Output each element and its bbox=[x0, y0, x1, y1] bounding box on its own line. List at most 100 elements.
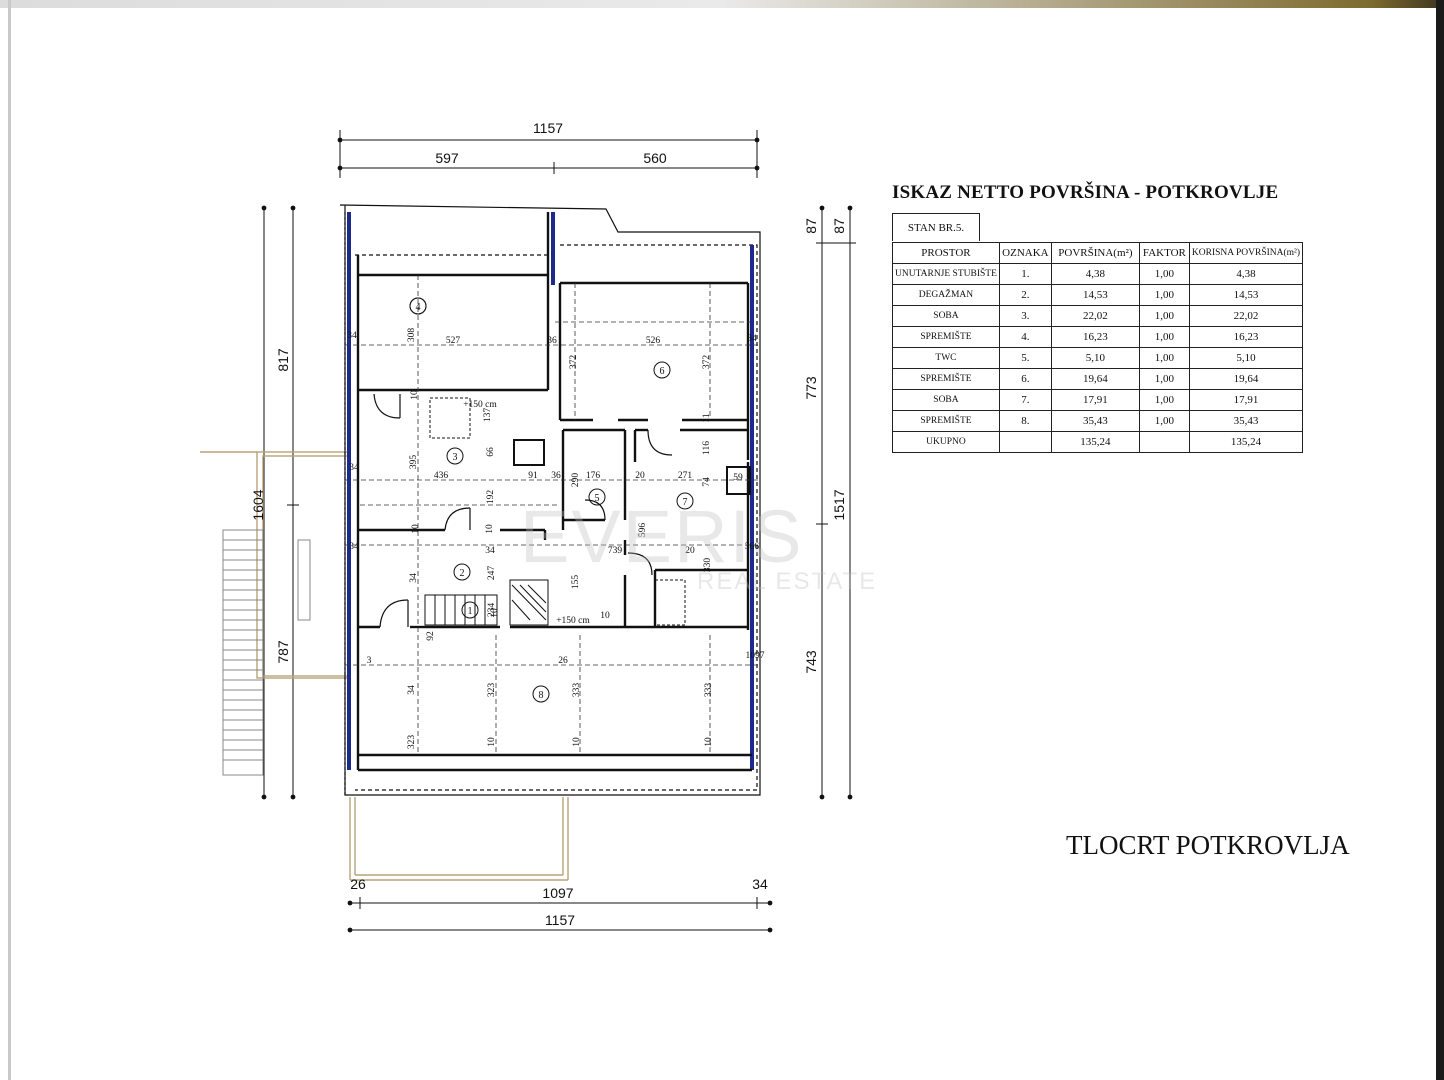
inner-dimension: 26 bbox=[558, 656, 568, 666]
inner-dimension: 271 bbox=[678, 471, 693, 481]
table-header-row: PROSTOR OZNAKA POVRŠINA(m²) FAKTOR KORIS… bbox=[892, 242, 1304, 264]
room-markers bbox=[409, 297, 694, 703]
table-cell: 4,38 bbox=[1050, 263, 1140, 285]
table-cell: SPREMIŠTE bbox=[892, 368, 1000, 390]
inner-dimension: 10 bbox=[410, 390, 420, 400]
dim-bottom-left-wall: 26 bbox=[350, 876, 366, 892]
table-cell: 16,23 bbox=[1050, 326, 1140, 348]
inner-dimension: 526 bbox=[646, 336, 661, 346]
table-cell: 1,00 bbox=[1138, 368, 1190, 390]
dim-right-top-b: 87 bbox=[831, 218, 847, 234]
inner-dimension: 34 bbox=[349, 463, 359, 473]
inner-dimension: 36 bbox=[547, 336, 557, 346]
unit-label: STAN BR.5. bbox=[892, 213, 980, 241]
room-number: 5 bbox=[595, 493, 600, 504]
inner-dimension: 10 bbox=[572, 737, 582, 747]
table-cell: SPREMIŠTE bbox=[892, 410, 1000, 432]
table-cell: DEGAŽMAN bbox=[892, 284, 1000, 306]
inner-dimension: 395 bbox=[409, 455, 419, 470]
col-korisna-povrsina: KORISNA POVRŠINA(m²) bbox=[1188, 242, 1304, 264]
inner-dimension: 372 bbox=[702, 355, 712, 370]
inner-dimension: 1097 bbox=[746, 651, 765, 661]
table-cell: SPREMIŠTE bbox=[892, 326, 1000, 348]
inner-dimension: 66 bbox=[486, 447, 496, 457]
table-cell: 22,02 bbox=[1050, 305, 1140, 327]
inner-dimension: 10 bbox=[0, 0, 5, 3]
table-cell: 5. bbox=[998, 347, 1052, 369]
table-cell: 4,38 bbox=[1188, 263, 1304, 285]
inner-dimension: 20 bbox=[635, 471, 645, 481]
room-number: 2 bbox=[460, 568, 465, 579]
table-cell: 1,00 bbox=[1138, 284, 1190, 306]
inner-dimension: 527 bbox=[446, 336, 461, 346]
inner-dimension: 323 bbox=[407, 735, 417, 750]
inner-dimension: 36 bbox=[551, 471, 561, 481]
inner-dimension: 333 bbox=[572, 683, 582, 698]
inner-dimension: 366 bbox=[745, 542, 760, 552]
inner-dimension: +150 cm bbox=[556, 616, 590, 626]
inner-dimension: 247 bbox=[487, 566, 497, 581]
room-number: 4 bbox=[416, 302, 421, 313]
inner-dimension: 234 bbox=[487, 603, 497, 618]
dim-left-outer: 1604 bbox=[250, 489, 266, 520]
table-cell: 14,53 bbox=[1050, 284, 1140, 306]
table-cell: 3. bbox=[998, 305, 1052, 327]
table-cell: 35,43 bbox=[1050, 410, 1140, 432]
inner-dimension: 436 bbox=[434, 471, 449, 481]
table-cell: 5,10 bbox=[1050, 347, 1140, 369]
table-cell: 2. bbox=[998, 284, 1052, 306]
table-cell: 16,23 bbox=[1188, 326, 1304, 348]
inner-dimension: 34 bbox=[485, 546, 495, 556]
inner-dimension: 3 bbox=[367, 656, 372, 666]
table-cell: UKUPNO bbox=[892, 431, 1000, 453]
inner-dimension: 10 bbox=[490, 608, 500, 618]
dim-top-total: 1157 bbox=[533, 120, 563, 136]
room-number: 6 bbox=[660, 366, 665, 377]
plan-title: TLOCRT POTKROVLJA bbox=[1066, 830, 1350, 860]
watermark-subtitle: REAL ESTATE bbox=[697, 568, 878, 595]
table-cell: 135,24 bbox=[1188, 431, 1304, 453]
table-cell bbox=[1138, 431, 1190, 453]
inner-dimension: 74 bbox=[702, 477, 712, 487]
inner-dimension: 176 bbox=[586, 471, 601, 481]
room-number: 7 bbox=[683, 497, 688, 508]
inner-dimension: 323 bbox=[487, 683, 497, 698]
table-cell: 6. bbox=[998, 368, 1052, 390]
table-cell: UNUTARNJE STUBIŠTE bbox=[892, 263, 1000, 285]
dim-bottom-inner: 1097 bbox=[542, 885, 573, 901]
col-povrsina: POVRŠINA(m²) bbox=[1050, 242, 1140, 264]
table-cell: 17,91 bbox=[1050, 389, 1140, 411]
dim-top-right: 560 bbox=[643, 150, 667, 166]
building-outline bbox=[339, 204, 761, 796]
inner-dimension: 116 bbox=[702, 441, 712, 455]
blue-walls bbox=[347, 212, 754, 770]
dim-right-top-a: 87 bbox=[803, 218, 819, 234]
room-number: 3 bbox=[453, 452, 458, 463]
dim-right-lower: 743 bbox=[803, 650, 819, 674]
table-cell: 14,53 bbox=[1188, 284, 1304, 306]
table-cell: 35,43 bbox=[1188, 410, 1304, 432]
external-stair-treads bbox=[222, 529, 311, 776]
table-cell: 22,02 bbox=[1188, 305, 1304, 327]
area-table-title: ISKAZ NETTO POVRŠINA - POTKROVLJE bbox=[892, 182, 1279, 203]
inner-dimension: 20 bbox=[685, 546, 695, 556]
inner-dimension: 59 bbox=[733, 473, 743, 483]
inner-dimension: 155 bbox=[571, 575, 581, 590]
table-cell: 1,00 bbox=[1138, 326, 1190, 348]
inner-dimension: 308 bbox=[407, 328, 417, 343]
inner-dimension: 91 bbox=[528, 471, 538, 481]
scan-left-edge bbox=[8, 0, 11, 1080]
scan-top-edge bbox=[0, 0, 1444, 8]
scan-right-edge bbox=[1436, 0, 1444, 1080]
inner-dimension: 10 bbox=[600, 611, 610, 621]
table-cell: 1,00 bbox=[1138, 305, 1190, 327]
dim-top-left: 597 bbox=[435, 150, 459, 166]
interior-stair bbox=[424, 397, 751, 626]
